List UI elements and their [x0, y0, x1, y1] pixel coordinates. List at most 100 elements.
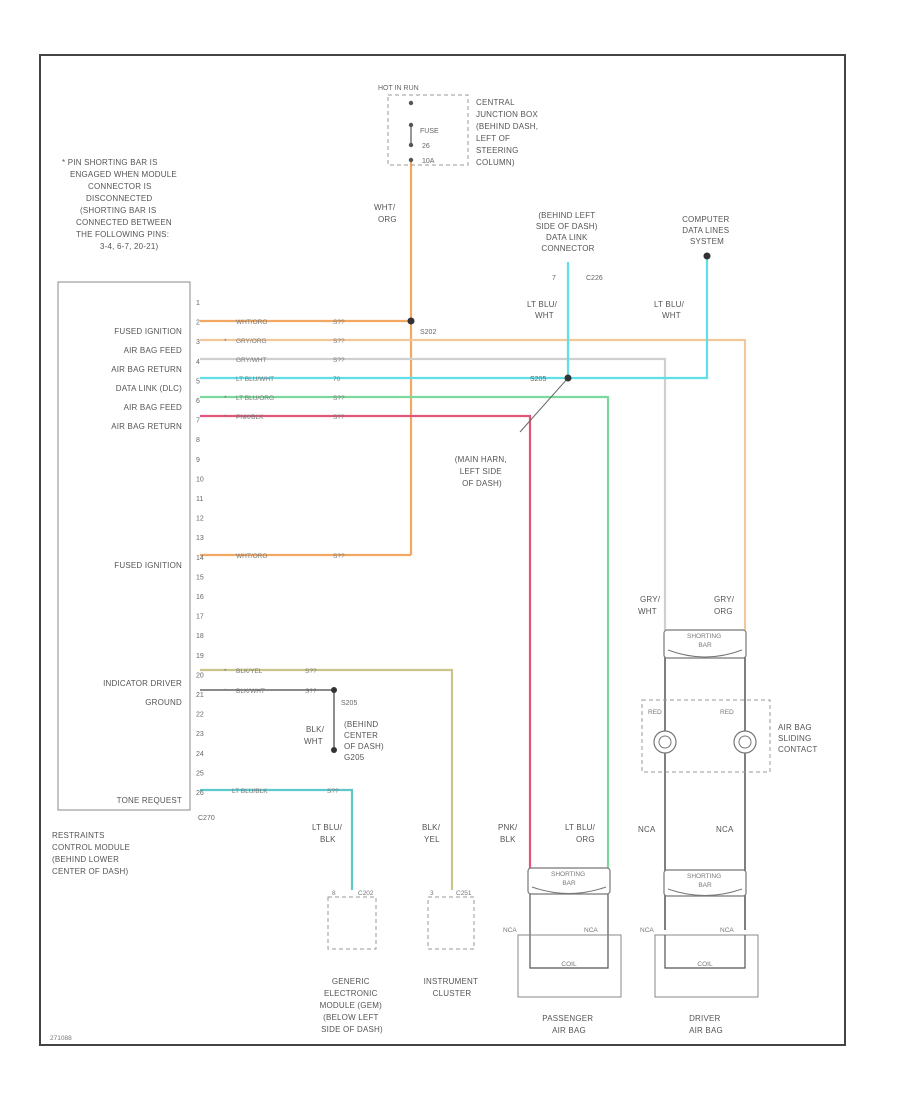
- pab-left-wire-label: PNK/ BLK: [498, 823, 520, 844]
- note-line: THE FOLLOWING PINS:: [76, 230, 169, 239]
- module-pin-number: 11: [196, 496, 203, 503]
- wire-color-label: LT BLU/ORG: [236, 395, 274, 402]
- module-pin-number: 21: [196, 692, 204, 699]
- ground-wire-label: BLK/ WHT: [304, 725, 327, 746]
- star-marker: *: [224, 395, 227, 402]
- function-label: DATA LINK (DLC): [116, 384, 182, 393]
- dab-right-wire-label: GRY/ ORG: [714, 595, 737, 616]
- wire-color-label: GRY/ORG: [236, 338, 267, 345]
- module-pin-number: 6: [196, 398, 200, 405]
- function-label: INDICATOR DRIVER: [103, 679, 182, 688]
- splice-s205-label: S205: [530, 376, 546, 383]
- dlc-cavity: 7: [552, 275, 556, 282]
- module-name: RESTRAINTS CONTROL MODULE (BEHIND LOWER …: [52, 831, 133, 876]
- splice-pack-location: (MAIN HARN, LEFT SIDE OF DASH): [455, 455, 509, 488]
- note-line: * PIN SHORTING BAR IS: [62, 158, 158, 167]
- fuse-terminal-bottom: [408, 157, 414, 163]
- shorting-bar-upper: [663, 629, 747, 659]
- module-pin-number: 14: [196, 555, 204, 562]
- dlc-location: (BEHIND LEFT SIDE OF DASH) DATA LINK CON…: [536, 211, 600, 253]
- ground-splice-dot: [331, 687, 337, 693]
- module-pin-number: 8: [196, 437, 200, 444]
- wire-circuit-label: 70: [333, 376, 341, 383]
- fuse-location-line: LEFT OF: [476, 134, 510, 143]
- wire-circuit-label: S??: [333, 414, 345, 421]
- function-label: TONE REQUEST: [117, 796, 182, 805]
- wire-circuit-label: S??: [333, 553, 345, 560]
- dlc-connector-id: C226: [586, 275, 603, 282]
- fuse-box-outline: [387, 94, 469, 166]
- dab-pin-left: NCA: [640, 927, 654, 934]
- clockspring-pin-left: RED: [648, 709, 662, 716]
- module-pin-number: 26: [196, 790, 204, 797]
- function-label: AIR BAG FEED: [124, 346, 182, 355]
- fuse-terminal-top: [408, 100, 414, 106]
- ic-name: INSTRUMENT CLUSTER: [424, 977, 481, 998]
- data-link-connector: (BEHIND LEFT SIDE OF DASH) DATA LINK CON…: [527, 211, 603, 320]
- ground-location: (BEHIND CENTER OF DASH) G205: [344, 720, 386, 762]
- gem-connector-id: C202: [358, 890, 374, 897]
- wire-color-label: WHT/ORG: [236, 319, 267, 326]
- fuse-location: CENTRAL JUNCTION BOX (BEHIND DASH, LEFT …: [476, 98, 541, 167]
- fuse-header: HOT IN RUN: [378, 85, 419, 92]
- note-line: (SHORTING BAR IS: [80, 206, 156, 215]
- wire-pin26: [200, 788, 354, 890]
- module-pin-number: 12: [196, 516, 204, 523]
- clockspring-pin-right: RED: [720, 709, 734, 716]
- module-pin-number: 9: [196, 457, 200, 464]
- driver-airbag-name: DRIVER AIR BAG: [689, 1014, 723, 1035]
- star-marker: *: [224, 688, 227, 695]
- module-pin-number: 23: [196, 731, 204, 738]
- fuse-panel: HOT IN RUN FUSE 26 10A CENTRAL JUNCTION …: [374, 85, 541, 224]
- wire-circuit-label: S??: [333, 357, 345, 364]
- gem-pin: 8: [332, 890, 336, 897]
- wire-pin20: [200, 668, 454, 890]
- module-pin-number: 15: [196, 574, 204, 581]
- pab-shorting-bar-text: SHORTING BAR: [551, 871, 587, 887]
- wire-pin5: [200, 256, 709, 380]
- note-line: ENGAGED WHEN MODULE: [70, 170, 177, 179]
- fuse-location-line: COLUMN): [476, 158, 515, 167]
- diagram-frame: [39, 54, 846, 1046]
- pab-lead-left: [529, 894, 609, 969]
- splice-s205-dot: [564, 374, 572, 382]
- fuse-location-line: (BEHIND DASH,: [476, 122, 538, 131]
- wire-pin6: [200, 395, 610, 872]
- splice-s202-label: S202: [420, 329, 436, 336]
- dab-pin-right: NCA: [720, 927, 734, 934]
- wire-color-label: LT BLU/BLK: [232, 788, 268, 795]
- wire-pin4: [200, 357, 667, 630]
- wire-pin7: [200, 414, 532, 872]
- ground-terminal-dot: [331, 747, 337, 753]
- wire-pin3: [200, 338, 747, 630]
- module-pin-number: 2: [196, 320, 200, 327]
- clockspring-coil-right: [733, 730, 757, 754]
- module-pin-number: 18: [196, 633, 204, 640]
- fuse-label: FUSE: [420, 128, 439, 135]
- fuse-number: 26: [422, 143, 430, 150]
- dab-nca-left: NCA: [638, 825, 656, 834]
- pab-shorting-bar-arc: [531, 886, 607, 894]
- passenger-airbag-name: PASSENGER AIR BAG: [542, 1014, 595, 1035]
- cds-terminal-dot: [703, 252, 711, 260]
- wire-color-label: WHT/ORG: [236, 553, 267, 560]
- star-marker: *: [224, 414, 227, 421]
- passenger-airbag-box: [517, 934, 622, 998]
- generic-electronic-module: LT BLU/ BLK 8 C202 GENERIC ELECTRONIC MO…: [312, 823, 383, 1034]
- fuse-location-line: STEERING: [476, 146, 519, 155]
- clockspring-label: AIR BAG SLIDING CONTACT: [778, 723, 817, 754]
- function-label: AIR BAG RETURN: [111, 422, 182, 431]
- module-pin-number: 4: [196, 359, 200, 366]
- note-line: 3-4, 6-7, 20-21): [100, 242, 158, 251]
- ground-splice-label: S205: [341, 700, 357, 707]
- module-pin-number: 19: [196, 653, 204, 660]
- fuse-wire-label: WHT/ ORG: [374, 203, 398, 224]
- shorting-bar-lower-arc: [667, 888, 743, 896]
- ic-pin: 3: [430, 890, 434, 897]
- module-pin-number: 24: [196, 751, 204, 758]
- splice-s202-dot: [407, 317, 415, 325]
- ic-box: [427, 896, 475, 950]
- module-pin-number: 7: [196, 418, 200, 425]
- driver-airbag-coil-label: COIL: [697, 961, 713, 968]
- page-id: 271088: [50, 1035, 72, 1042]
